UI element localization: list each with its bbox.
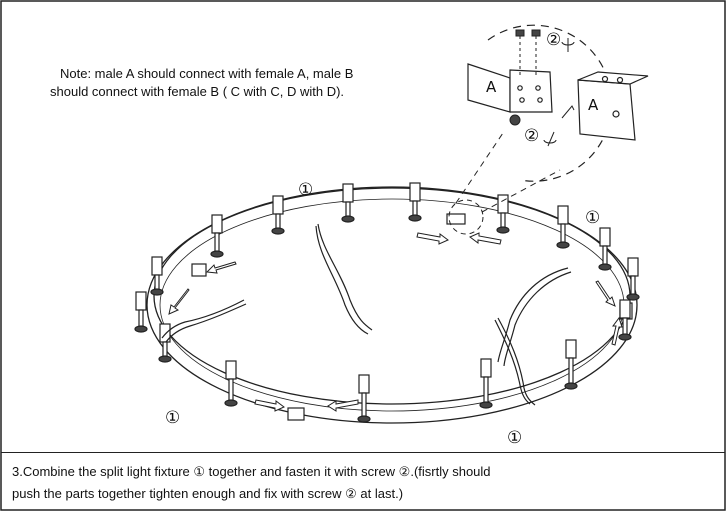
lamp-post <box>271 195 285 235</box>
arrow-down-right <box>595 280 616 307</box>
caption-divider <box>1 452 725 453</box>
lamp-post <box>564 339 578 390</box>
joint-bottom <box>287 407 305 421</box>
lamp-post <box>598 227 612 271</box>
lamp-post <box>618 299 632 341</box>
arrow-left-bottom <box>327 399 359 412</box>
arrow-right-bottom <box>254 399 285 412</box>
note-line-1: Note: male A should connect with female … <box>60 66 354 81</box>
lamp-post <box>496 194 510 234</box>
arrow-left-2 <box>205 261 237 274</box>
joint-top <box>446 213 466 225</box>
detail-leader-lines <box>455 129 561 213</box>
caption-line-2: push the parts together tighten enough a… <box>12 486 404 501</box>
female-a-label: A <box>588 96 599 114</box>
screw-icons <box>509 29 541 126</box>
detail-marker-circle <box>448 199 484 235</box>
joint-left <box>191 263 207 277</box>
lamp-post <box>408 182 422 222</box>
arrow-up-right <box>611 316 623 346</box>
rotation-arrows <box>543 38 575 147</box>
part-label: ① <box>585 208 601 228</box>
arrow-right <box>416 232 449 245</box>
lamp-post <box>224 360 238 407</box>
part-label: ① <box>507 428 523 448</box>
part-label: ① <box>298 180 314 200</box>
lamp-post <box>210 214 224 258</box>
arrow-down-left <box>168 288 190 315</box>
female-connector-a <box>577 71 649 141</box>
lamp-post <box>341 183 355 223</box>
caption-line-1: 3.Combine the split light fixture ① toge… <box>12 464 491 479</box>
lamp-post <box>150 256 164 296</box>
screw-label: ② <box>524 126 540 146</box>
assembly-arrows <box>168 232 623 412</box>
lamp-post <box>479 358 493 409</box>
note-line-2: should connect with female B ( C with C,… <box>50 84 345 99</box>
lamp-post <box>556 205 570 249</box>
detail-bubble <box>467 24 649 182</box>
part-label: ① <box>165 408 181 428</box>
lamp-post <box>134 291 148 333</box>
lamp-posts <box>134 182 640 423</box>
male-a-label: A <box>486 78 497 96</box>
male-connector-a <box>467 63 553 113</box>
lamp-post <box>626 257 640 301</box>
lamp-post <box>158 323 172 363</box>
wires <box>161 223 572 406</box>
arrow-left <box>469 232 502 245</box>
lamp-post <box>357 374 371 423</box>
screw-label: ② <box>546 30 562 50</box>
